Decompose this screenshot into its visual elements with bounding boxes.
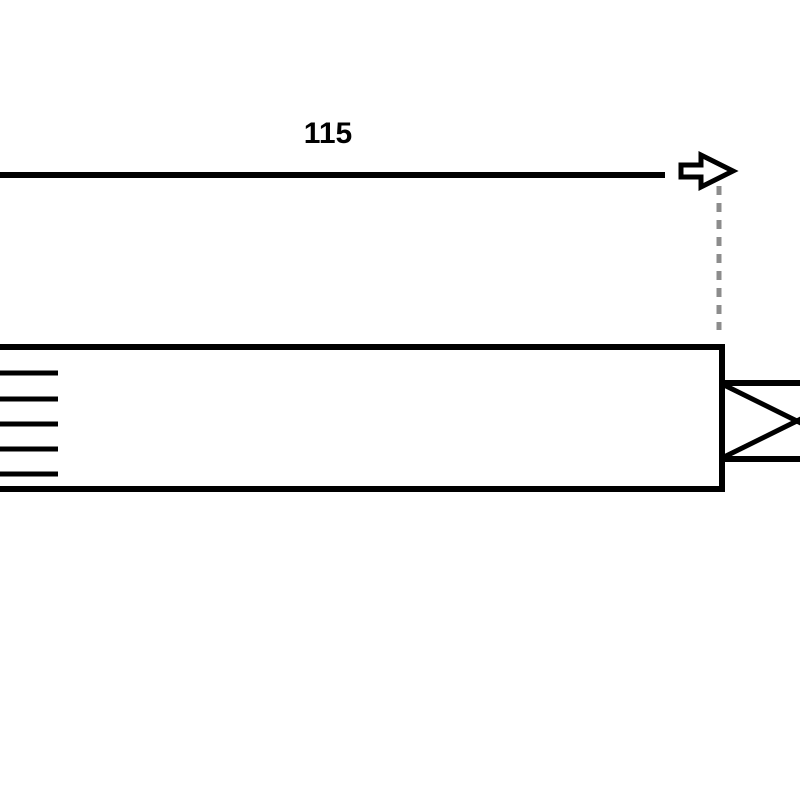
dimension-label: 115 <box>303 117 353 150</box>
main-body <box>0 344 725 492</box>
connector-cross-line <box>722 382 800 426</box>
hatch-lines <box>0 370 58 477</box>
connector-cross-line <box>722 416 800 460</box>
dimension-arrow-icon <box>678 150 739 192</box>
connector <box>722 380 800 462</box>
